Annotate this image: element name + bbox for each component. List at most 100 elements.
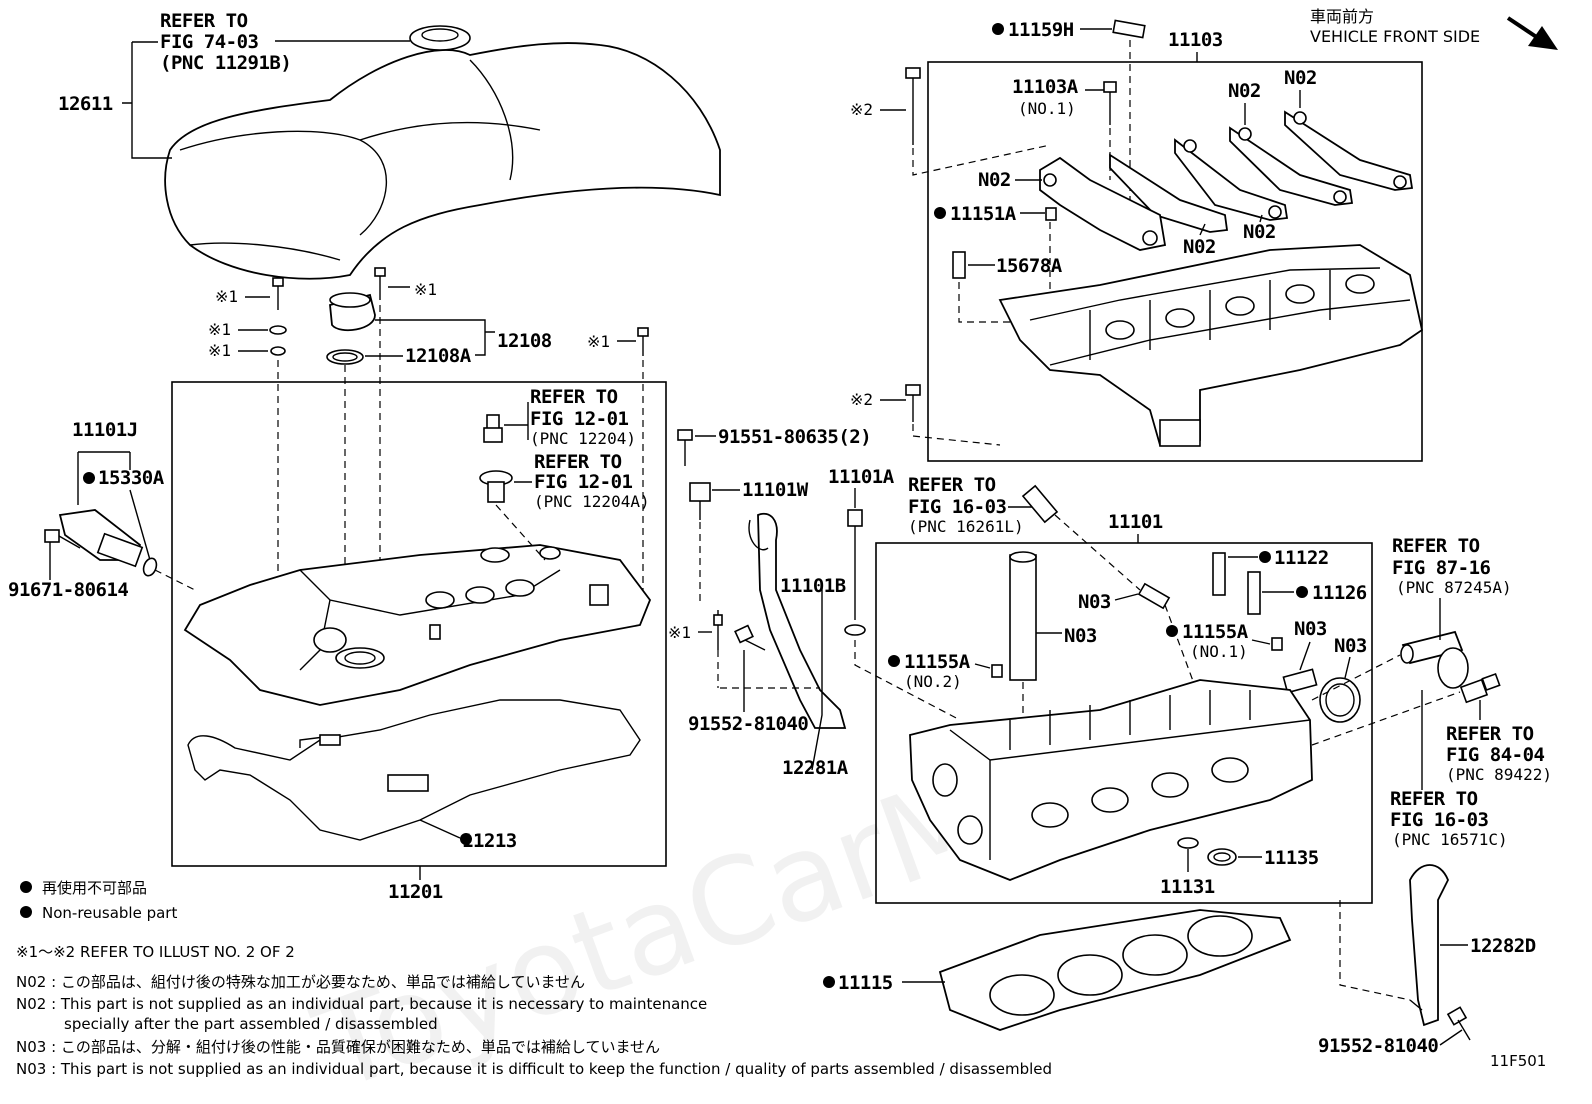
callout-11201[interactable]: 11201 <box>388 881 443 903</box>
callout-11135[interactable]: 11135 <box>1264 847 1319 869</box>
bolt-91551-80635[interactable] <box>677 429 693 466</box>
oil-filler-cap-12108[interactable] <box>329 292 376 332</box>
callout-11126[interactable]: 11126 <box>1312 582 1367 604</box>
bolt-mark2-b[interactable] <box>905 384 921 422</box>
callout-15678A[interactable]: 15678A <box>996 255 1063 277</box>
callout-11213[interactable]: 11213 <box>462 830 517 852</box>
callout-11101[interactable]: 11101 <box>1108 511 1163 533</box>
callout-n02-b[interactable]: N02 <box>1228 80 1261 102</box>
washer-a[interactable] <box>269 325 287 335</box>
callout-91551-80635[interactable]: 91551-80635(2) <box>718 426 872 448</box>
callout-n03-d[interactable]: N03 <box>1334 635 1367 657</box>
callout-11115[interactable]: 11115 <box>838 972 893 994</box>
refer-fig-16-03b-line1: REFER TO <box>1390 788 1478 810</box>
refer-fig-74-03-line2[interactable]: FIG 74-03 <box>160 31 259 53</box>
camshaft-housing-11103[interactable] <box>998 244 1424 447</box>
callout-12611[interactable]: 12611 <box>58 93 113 115</box>
dowel-11155A-no2[interactable] <box>991 664 1003 678</box>
refer-fig-84-04-line2[interactable]: FIG 84-04 <box>1446 744 1545 766</box>
cylinder-head-11101[interactable] <box>909 679 1313 881</box>
sensor-89422[interactable] <box>1459 672 1501 704</box>
callout-n02-a[interactable]: N02 <box>1284 67 1317 89</box>
plug-11131[interactable] <box>1177 837 1199 849</box>
dowel-11155A-no1[interactable] <box>1271 637 1283 651</box>
callout-11151A[interactable]: 11151A <box>950 203 1017 225</box>
callout-12282D[interactable]: 12282D <box>1470 935 1536 957</box>
callout-11103A[interactable]: 11103A <box>1012 76 1079 98</box>
pipe-87245A[interactable] <box>1400 630 1464 665</box>
pcv-valve[interactable] <box>483 414 503 443</box>
callout-11101B[interactable]: 11101B <box>780 575 846 597</box>
bracket-12282D[interactable] <box>1409 864 1449 1027</box>
guide-11126[interactable] <box>1247 571 1261 615</box>
dowel-pipe-16261L[interactable] <box>1021 484 1059 524</box>
stud-mark1[interactable] <box>713 610 723 650</box>
refer-fig-16-03a-line2[interactable]: FIG 16-03 <box>908 496 1007 518</box>
callout-12108[interactable]: 12108 <box>497 330 552 352</box>
refer-fig-74-03-line3: (PNC 11291B) <box>160 52 291 74</box>
head-gasket-11115[interactable] <box>938 909 1292 1031</box>
oil-control-valve-11101J[interactable] <box>58 509 159 578</box>
callout-91552-81040-b[interactable]: 91552-81040 <box>1318 1035 1439 1057</box>
dowel-11151A[interactable] <box>1045 207 1057 221</box>
bolt-91671-80614[interactable] <box>44 529 81 549</box>
callout-n03-c[interactable]: N03 <box>1294 618 1327 640</box>
callout-11159H[interactable]: 11159H <box>1008 19 1074 41</box>
bolt-mark2-a[interactable] <box>905 67 921 145</box>
bearing-cap-n02-3[interactable] <box>1174 138 1289 221</box>
bolt-11103A[interactable] <box>1103 81 1117 125</box>
callout-12108A[interactable]: 12108A <box>405 345 472 367</box>
grommet[interactable] <box>479 470 513 503</box>
note-n02-jp: N02 : この部品は、組付け後の特殊な加工が必要なため、単品では補給していませ… <box>16 973 585 991</box>
bearing-cap-n02-1[interactable] <box>1284 110 1414 191</box>
callout-12281A[interactable]: 12281A <box>782 757 849 779</box>
engine-cover-12611[interactable] <box>164 25 721 280</box>
refer-fig-16-03b-line2[interactable]: FIG 16-03 <box>1390 809 1489 831</box>
tube-n03-a[interactable] <box>1009 551 1037 681</box>
refer-fig-87-16-line2[interactable]: FIG 87-16 <box>1392 557 1491 579</box>
sleeve[interactable] <box>1437 647 1469 689</box>
bolt-mark1-d[interactable] <box>374 267 386 300</box>
callout-n02-e[interactable]: N02 <box>1243 221 1276 243</box>
refer-fig-87-16-line1: REFER TO <box>1392 535 1480 557</box>
bracket-12281A[interactable] <box>748 512 847 729</box>
bolt-91552-81040-a[interactable] <box>734 624 766 651</box>
callout-11101J[interactable]: 11101J <box>72 419 138 441</box>
refer-fig-12-01a-line2[interactable]: FIG 12-01 <box>530 408 629 430</box>
bearing-cap-n02-2[interactable] <box>1229 126 1354 206</box>
callout-91671-80614[interactable]: 91671-80614 <box>8 579 129 601</box>
sensor-11101W[interactable] <box>689 482 711 520</box>
cylinder-head-cover-11201[interactable] <box>183 544 652 706</box>
callout-n02-d[interactable]: N02 <box>1183 236 1216 258</box>
seal-11135[interactable] <box>1207 848 1237 866</box>
bolt-91552-81040-b[interactable] <box>1446 1006 1471 1041</box>
callout-11122[interactable]: 11122 <box>1274 547 1329 569</box>
gasket-11213[interactable] <box>187 699 641 841</box>
callout-11101W[interactable]: 11101W <box>742 479 809 501</box>
legend-en: Non-reusable part <box>42 904 177 922</box>
plug-15678A[interactable] <box>952 251 966 279</box>
callout-11101A[interactable]: 11101A <box>828 466 895 488</box>
callout-11155A-no2[interactable]: 11155A <box>904 651 971 673</box>
bearing-cap-n02-4[interactable] <box>1109 153 1229 233</box>
refer-fig-12-01b-line2[interactable]: FIG 12-01 <box>534 471 633 493</box>
callout-91552-81040-a[interactable]: 91552-81040 <box>688 713 809 735</box>
callout-11131[interactable]: 11131 <box>1160 876 1215 898</box>
plug-n03-d[interactable] <box>1319 677 1361 723</box>
callout-n03-b[interactable]: N03 <box>1078 591 1111 613</box>
callout-n03-a[interactable]: N03 <box>1064 625 1097 647</box>
callout-n02-c[interactable]: N02 <box>978 169 1011 191</box>
guide-11122[interactable] <box>1212 552 1226 596</box>
callout-11103[interactable]: 11103 <box>1168 29 1223 51</box>
bolt-mark1-a[interactable] <box>272 277 284 310</box>
stud-11101A[interactable] <box>844 509 866 636</box>
plug-11159H[interactable] <box>1112 19 1146 39</box>
washer-b[interactable] <box>270 346 286 356</box>
bearing-cap-n02-5[interactable] <box>1039 156 1167 251</box>
guide-n03-b[interactable] <box>1137 582 1171 610</box>
callout-11155A-no1[interactable]: 11155A <box>1182 621 1249 643</box>
plug-n03-c[interactable] <box>1282 668 1318 694</box>
bolt-mark1-e[interactable] <box>637 327 649 356</box>
gasket-12108A[interactable] <box>326 349 364 365</box>
callout-15330A[interactable]: 15330A <box>98 467 165 489</box>
